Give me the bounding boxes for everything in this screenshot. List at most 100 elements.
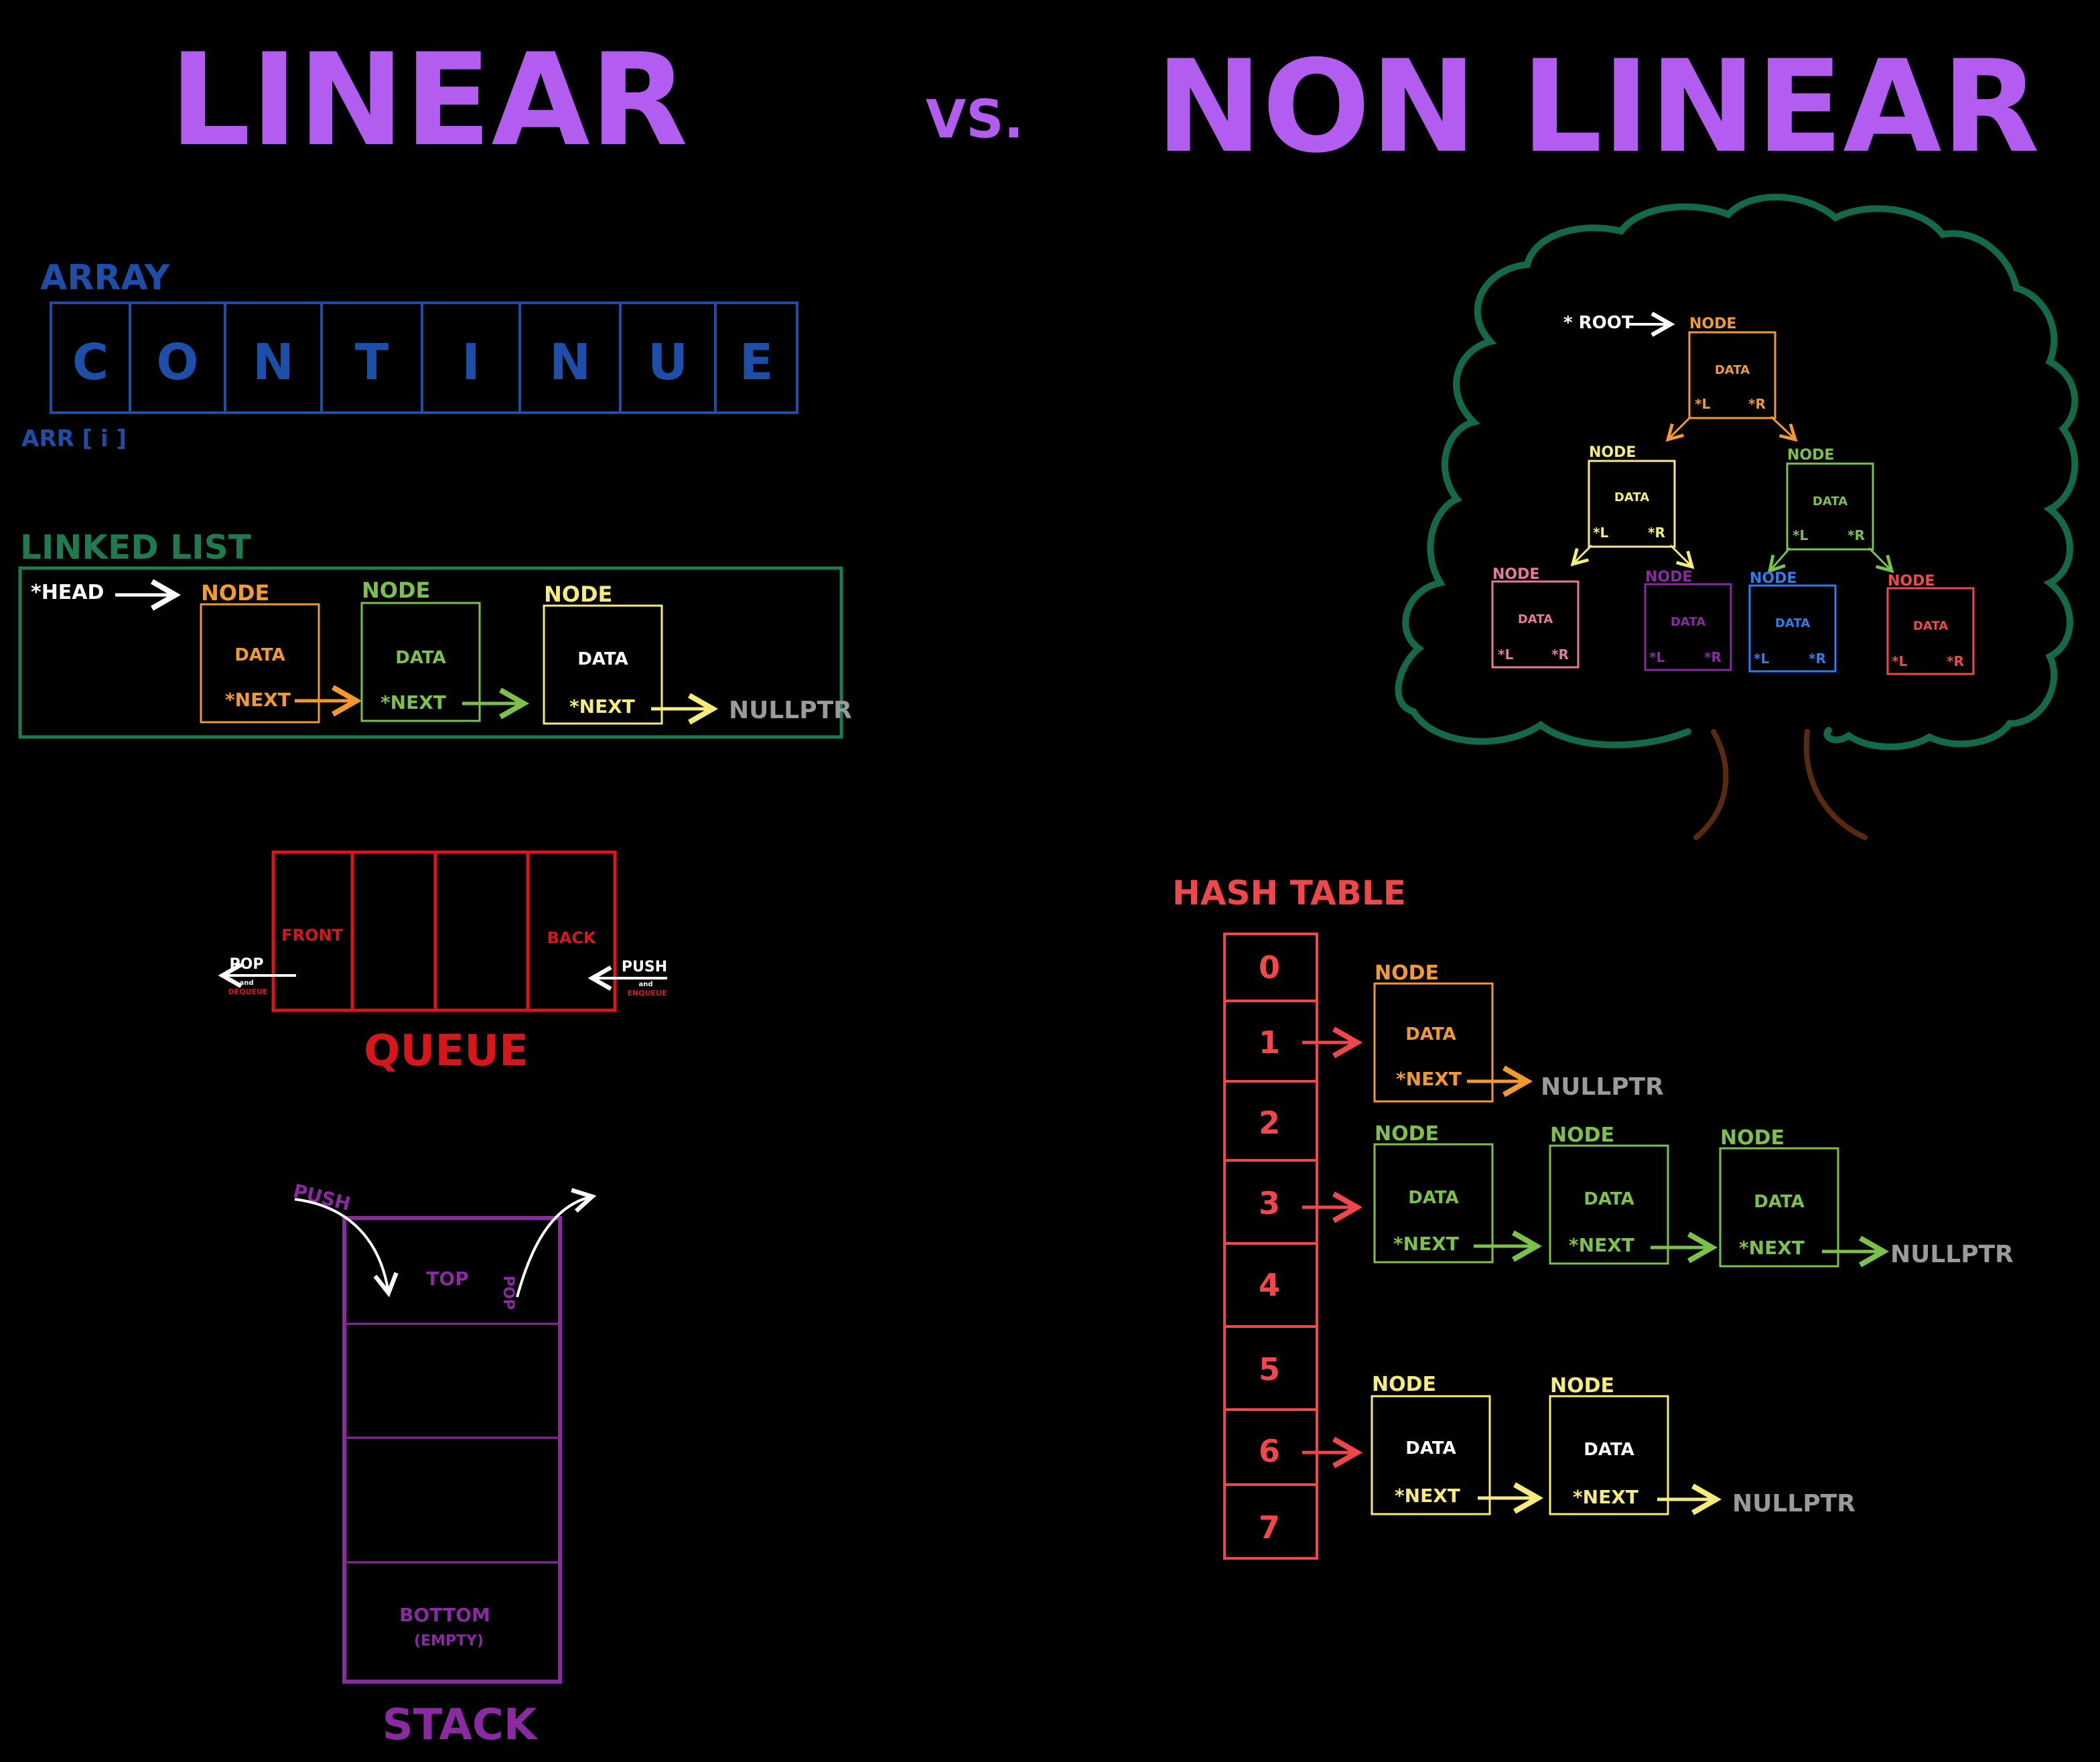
tree-edge-root-l (1665, 415, 1692, 442)
hash-6-node2-next: *NEXT (1573, 1486, 1638, 1508)
ll-node-2-data: DATA (395, 648, 446, 668)
stack-push: PUSH (291, 1180, 352, 1215)
array (50, 301, 798, 414)
tree-r-data: DATA (1813, 494, 1847, 509)
stack-pop: POP (500, 1276, 516, 1310)
tree-trunk-right (1803, 729, 1868, 840)
hash-6-nullptr: NULLPTR (1732, 1490, 1856, 1517)
ll-node-3-next: *NEXT (569, 695, 635, 718)
hash-6-node2-data: DATA (1584, 1440, 1634, 1460)
hash-3-node1 (1373, 1143, 1494, 1264)
array-cell-4: I (462, 334, 480, 391)
title-vs: VS. (926, 90, 1024, 150)
hash-3-node2 (1549, 1144, 1669, 1265)
ll-node-2-next: *NEXT (380, 691, 446, 714)
tree-rl-left: *L (1754, 651, 1769, 667)
hash-index-7: 7 (1259, 1509, 1280, 1546)
tree-ll-left: *L (1498, 647, 1513, 663)
array-outline (50, 301, 798, 414)
hash-index-4: 4 (1259, 1267, 1280, 1303)
tree-edge-l-lr (1669, 544, 1695, 569)
hash-1-node-label: NODE (1375, 961, 1439, 985)
tree-root-node-label: NODE (1689, 316, 1736, 332)
array-cell-3: T (355, 334, 389, 391)
hash-3-nullptr: NULLPTR (1890, 1241, 2014, 1268)
queue-outline (271, 850, 617, 1012)
array-cell-2: N (253, 334, 294, 391)
hash-3-node3-data: DATA (1754, 1192, 1805, 1212)
queue-label: QUEUE (364, 1026, 529, 1076)
hash-6-node1-data: DATA (1405, 1438, 1456, 1459)
hash-1-nullptr: NULLPTR (1541, 1073, 1664, 1101)
tree-r-left: *L (1793, 527, 1808, 543)
queue-pop: POP (230, 956, 264, 973)
ll-node-1 (200, 603, 320, 724)
tree-rr-data: DATA (1913, 619, 1948, 633)
linked-list-label: LINKED LIST (20, 528, 251, 567)
tree-lr-right: *R (1704, 649, 1722, 665)
tree-lr-left: *L (1649, 649, 1665, 665)
tree-rr-left: *L (1892, 653, 1907, 669)
tree-edge-r-rl (1767, 547, 1791, 573)
hash-table-outline (1223, 933, 1318, 1560)
ll-node-1-label: NODE (201, 580, 269, 606)
tree-root-label: * ROOT (1563, 313, 1634, 333)
stack-outline (342, 1216, 562, 1684)
ll-node-2 (360, 602, 481, 722)
hash-6-node1 (1371, 1395, 1491, 1515)
tree-ll-node (1491, 580, 1580, 669)
tree-rl-node-label: NODE (1750, 570, 1797, 587)
hash-3-node2-data: DATA (1584, 1189, 1634, 1209)
hash-3-node1-label: NODE (1375, 1122, 1439, 1146)
tree-l-data: DATA (1614, 490, 1649, 504)
ll-node-3 (543, 604, 663, 725)
hash-index-3: 3 (1259, 1185, 1280, 1221)
tree-l-node (1588, 460, 1676, 548)
tree-r-node (1786, 462, 1874, 551)
ll-node-2-label: NODE (362, 578, 430, 603)
hash-6-node2 (1549, 1395, 1669, 1515)
hash-1-data: DATA (1405, 1024, 1456, 1044)
ll-node-3-data: DATA (577, 649, 628, 669)
hash-1-node (1373, 982, 1494, 1103)
tree-crown-outline (1395, 194, 2079, 750)
hash-6-node1-label: NODE (1372, 1373, 1436, 1396)
linked-list-head: *HEAD (31, 581, 104, 604)
stack-top: TOP (426, 1268, 468, 1290)
stack-bottom-note: (EMPTY) (414, 1633, 484, 1649)
tree-edge-l-ll (1570, 544, 1593, 567)
stack-label: STACK (382, 1700, 539, 1750)
tree-root-node (1688, 331, 1776, 419)
tree-rl-data: DATA (1775, 616, 1810, 630)
title-linear: LINEAR (169, 26, 688, 174)
queue-push: PUSH (622, 959, 667, 975)
hash-3-node3 (1719, 1147, 1839, 1268)
hash-3-node1-next: *NEXT (1393, 1233, 1459, 1255)
title-non-linear: NON LINEAR (1156, 33, 2040, 181)
tree-edge-r-rr (1868, 547, 1894, 573)
tree-rr-node (1886, 587, 1975, 675)
array-cell-6: U (648, 334, 688, 391)
tree-root-right: *R (1748, 396, 1766, 412)
tree-rl-node (1748, 584, 1837, 673)
stack-pop-arrow (516, 1188, 597, 1298)
hash-index-0: 0 (1259, 949, 1280, 986)
tree-l-left: *L (1593, 525, 1608, 541)
hash-3-node2-next: *NEXT (1569, 1234, 1634, 1256)
hash-index-5: 5 (1259, 1351, 1280, 1387)
tree-ll-node-label: NODE (1492, 566, 1539, 583)
array-label: ARRAY (40, 258, 171, 298)
array-cell-5: N (549, 334, 591, 391)
hash-6-node2-label: NODE (1550, 1374, 1614, 1398)
tree-ll-data: DATA (1518, 612, 1553, 626)
ll-node-1-data: DATA (234, 645, 285, 665)
hash-3-node1-data: DATA (1408, 1188, 1459, 1208)
hash-6-node1-next: *NEXT (1395, 1485, 1460, 1507)
queue-enqueue: ENQUEUE (628, 989, 667, 998)
tree-rr-right: *R (1947, 653, 1964, 669)
tree-trunk-left (1693, 729, 1729, 840)
tree-r-right: *R (1847, 527, 1865, 543)
queue-dequeue: DEQUEUE (228, 988, 268, 996)
tree-ll-right: *R (1551, 647, 1569, 663)
